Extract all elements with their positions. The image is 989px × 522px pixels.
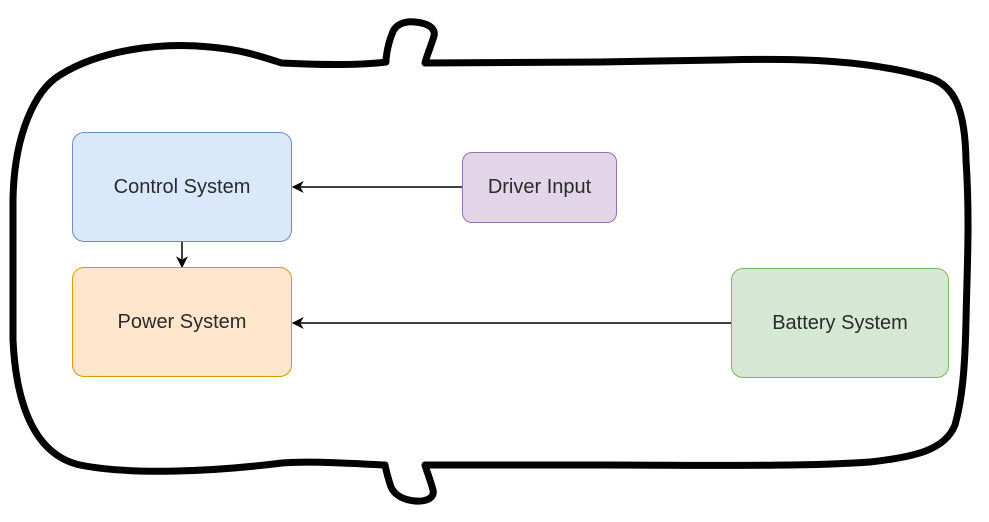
driver-input-label: Driver Input	[487, 176, 592, 198]
battery-system-label: Battery System	[772, 311, 908, 334]
control-system-label: Control System	[113, 175, 251, 198]
battery-system-node[interactable]: Battery System	[731, 268, 949, 378]
power-system-node[interactable]: Power System	[72, 267, 292, 377]
control-system-node[interactable]: Control System	[72, 132, 292, 242]
driver-input-node[interactable]: Driver Input	[462, 152, 617, 223]
car-body-shape	[9, 18, 972, 505]
power-system-label: Power System	[117, 310, 247, 333]
